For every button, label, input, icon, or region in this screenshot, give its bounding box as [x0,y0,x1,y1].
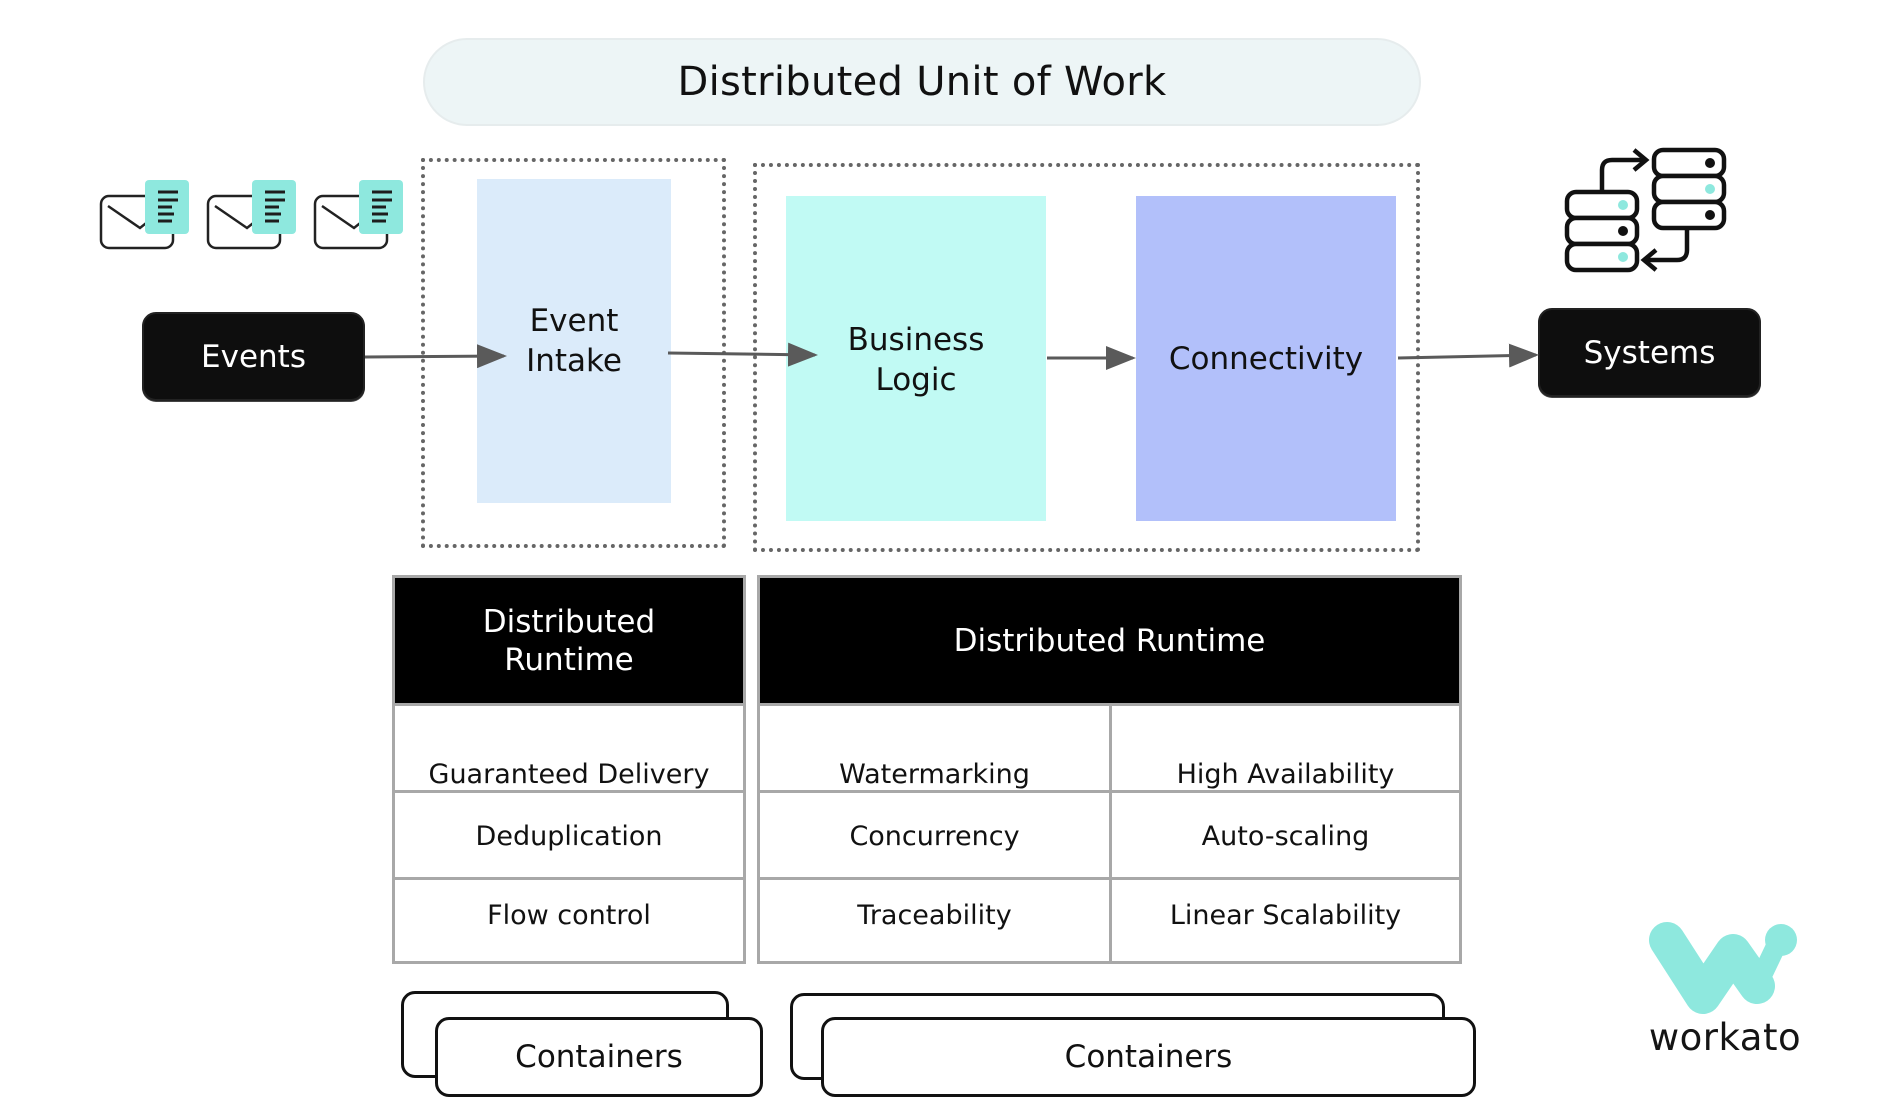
runtime-table-right: Distributed Runtime Watermarking High Av… [757,575,1462,964]
cell-text: Concurrency [849,821,1020,852]
runtime-right-cell: Watermarking [760,706,1109,802]
container-stack-left-front: Containers [435,1017,763,1097]
business-logic-label-line2: Logic [875,362,957,398]
workato-wordmark: workato [1648,1016,1802,1059]
cell-text: Linear Scalability [1169,900,1402,931]
arrow-events-to-intake [364,344,507,369]
runtime-right-cell: High Availability [1112,706,1459,802]
runtime-left-row: Deduplication [395,790,743,880]
cell-text: Watermarking [839,759,1030,790]
cell-text: Deduplication [475,821,663,852]
column-divider [1109,703,1112,961]
runtime-right-cell: Auto-scaling [1112,790,1459,880]
runtime-right-cell: Linear Scalability [1112,877,1459,984]
runtime-left-row: Guaranteed Delivery [395,706,743,800]
runtime-right-header: Distributed Runtime [760,578,1459,706]
event-intake-stage: Event Intake [477,179,671,503]
business-logic-stage: Business Logic [786,196,1046,521]
cell-text: High Availability [1176,759,1395,790]
cell-text: Auto-scaling [1201,821,1370,852]
envelope-document-icon [313,180,403,250]
runtime-right-cell: Concurrency [760,790,1109,880]
container-stack-right-front: Containers [821,1017,1476,1097]
runtime-left-row: Flow control [395,877,743,984]
arrow-connectivity-to-systems [1397,343,1539,368]
business-logic-label-line1: Business [847,322,985,358]
workato-logo-icon [1649,922,1797,1014]
runtime-left-header: Distributed Runtime [395,578,743,706]
events-label: Events [201,338,306,375]
event-intake-label-line2: Intake [526,343,622,379]
systems-target-box: Systems [1538,308,1761,397]
envelope-document-icon [206,180,296,250]
cell-text: Guaranteed Delivery [428,759,710,790]
connectivity-stage: Connectivity [1136,196,1396,521]
systems-label: Systems [1583,334,1716,371]
diagram-title-text: Distributed Unit of Work [677,59,1167,105]
workato-logo-text: workato [1645,1016,1805,1059]
events-envelopes-icons [99,180,403,250]
events-source-box: Events [142,312,365,401]
envelope-document-icon [99,180,189,250]
containers-left-label: Containers [515,1039,683,1075]
runtime-left-header-line2: Runtime [504,641,634,678]
cell-text: Traceability [857,900,1012,931]
servers-sync-icon [1564,147,1727,273]
runtime-right-cell: Traceability [760,877,1109,984]
runtime-table-left: Distributed Runtime Guaranteed Delivery … [392,575,746,964]
containers-right-label: Containers [1064,1039,1233,1075]
diagram-title: Distributed Unit of Work [423,38,1421,126]
cell-text: Flow control [487,900,651,931]
runtime-right-header-text: Distributed Runtime [953,622,1266,659]
connectivity-label: Connectivity [1168,340,1364,377]
arrow-intake-to-business [667,342,818,367]
runtime-left-header-line1: Distributed [482,603,656,640]
event-intake-label-line1: Event [529,303,619,339]
